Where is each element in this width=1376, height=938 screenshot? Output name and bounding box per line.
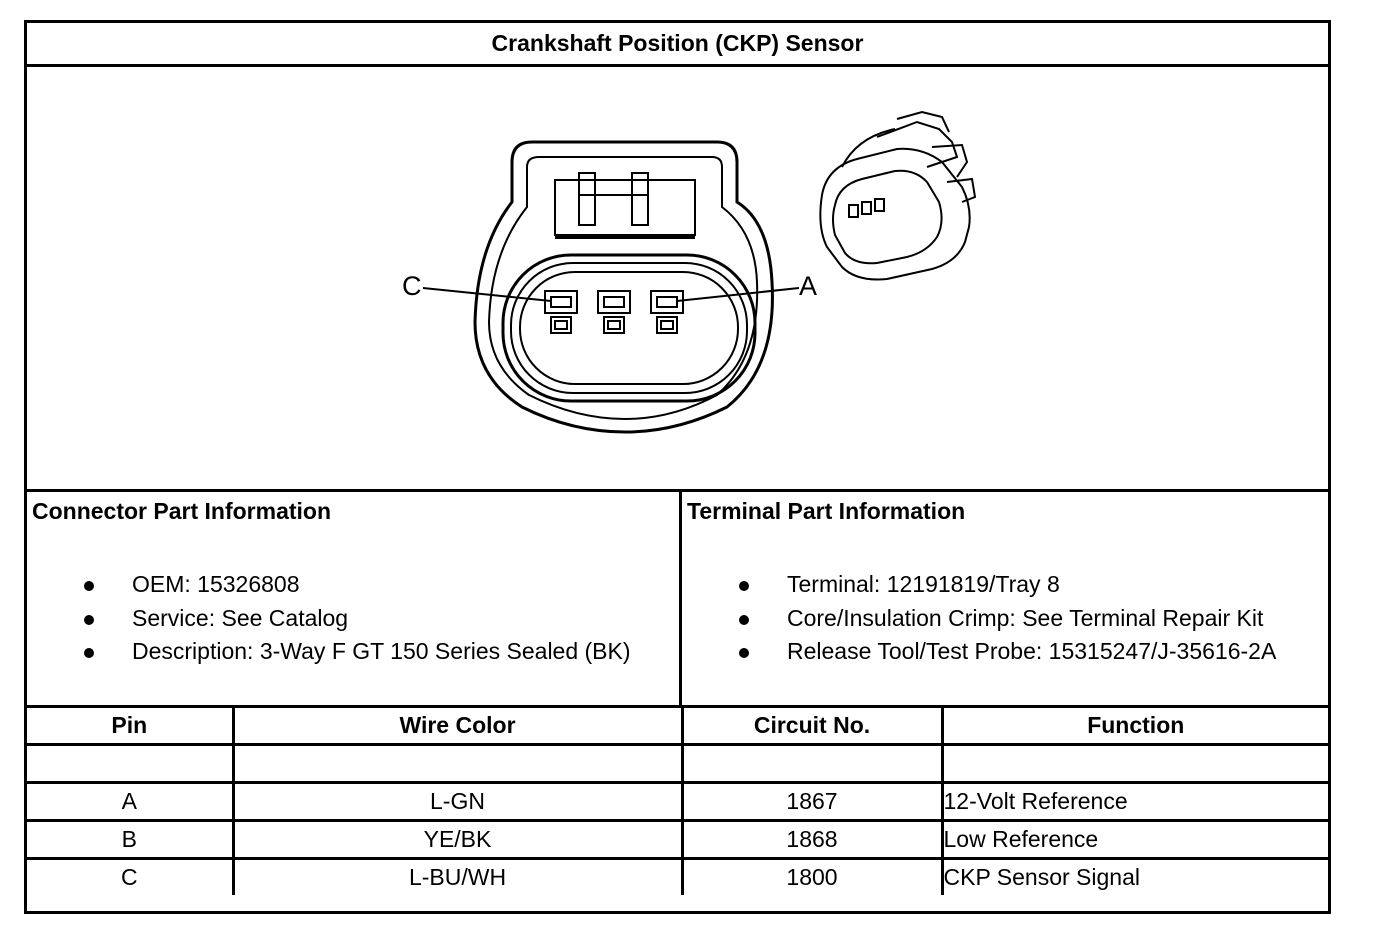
table-cell: Low Reference [940, 819, 1328, 860]
pin-c-label: C [402, 271, 422, 301]
housing-inner-outline [487, 156, 759, 421]
page-title: Crankshaft Position (CKP) Sensor [27, 23, 1328, 67]
terminal-info-list: Terminal: 12191819/Tray 8 Core/Insulatio… [682, 568, 1276, 669]
bullet-icon [84, 648, 94, 658]
table-cell: YE/BK [231, 819, 684, 860]
column-header: Circuit No. [680, 708, 944, 746]
connector-3d-icon [819, 110, 977, 281]
table-cell: 1867 [680, 781, 944, 822]
bullet-icon [84, 614, 94, 625]
terminal-cavities [544, 290, 684, 334]
latch [554, 179, 696, 236]
table-cell [231, 743, 684, 784]
table-cell: B [27, 819, 235, 860]
table-cell: 1800 [680, 857, 944, 895]
terminal-part-info: Terminal Part Information Terminal: 1219… [682, 492, 1328, 708]
pin-a-leader [676, 287, 800, 302]
terminal-info-heading: Terminal Part Information [687, 498, 966, 524]
column-header: Function [940, 708, 1328, 746]
table-cell: C [27, 857, 235, 895]
bullet-icon [739, 614, 749, 625]
connector-face-drawing: C A [402, 110, 977, 434]
table-header-row: Pin Wire Color Circuit No. Function [27, 708, 1328, 746]
table-cell: 12-Volt Reference [940, 781, 1328, 822]
list-item: Service: See Catalog [27, 602, 631, 636]
connector-info-heading: Connector Part Information [32, 498, 332, 524]
pin-table: Pin Wire Color Circuit No. Function A L-… [27, 708, 1328, 895]
list-item: Core/Insulation Crimp: See Terminal Repa… [682, 602, 1276, 636]
bullet-icon [84, 581, 94, 591]
table-cell: L-GN [231, 781, 684, 822]
connector-part-info: Connector Part Information OEM: 15326808… [27, 492, 682, 708]
table-row: B YE/BK 1868 Low Reference [27, 819, 1328, 860]
table-cell: L-BU/WH [231, 857, 684, 895]
list-item: Description: 3-Way F GT 150 Series Seale… [27, 635, 631, 669]
table-cell: CKP Sensor Signal [940, 857, 1328, 895]
table-cell [680, 743, 944, 784]
table-row: A L-GN 1867 12-Volt Reference [27, 781, 1328, 822]
bullet-icon [739, 648, 749, 658]
bullet-icon [739, 581, 749, 591]
pin-c-leader [422, 287, 552, 302]
column-header: Wire Color [231, 708, 684, 746]
connector-diagram: C A [27, 67, 1328, 492]
table-cell [27, 743, 235, 784]
table-cell: 1868 [680, 819, 944, 860]
pin-a-label: A [799, 271, 817, 301]
table-cell: A [27, 781, 235, 822]
connector-info-list: OEM: 15326808 Service: See Catalog Descr… [27, 568, 631, 669]
column-header: Pin [27, 708, 235, 746]
table-cell [940, 743, 1328, 784]
table-row [27, 743, 1328, 784]
table-row: C L-BU/WH 1800 CKP Sensor Signal [27, 857, 1328, 895]
list-item: Terminal: 12191819/Tray 8 [682, 568, 1276, 602]
connector-sheet: Crankshaft Position (CKP) Sensor [24, 20, 1331, 914]
housing-outline [473, 140, 774, 434]
list-item: Release Tool/Test Probe: 15315247/J-3561… [682, 635, 1276, 669]
connector-face [501, 253, 757, 403]
list-item: OEM: 15326808 [27, 568, 631, 602]
